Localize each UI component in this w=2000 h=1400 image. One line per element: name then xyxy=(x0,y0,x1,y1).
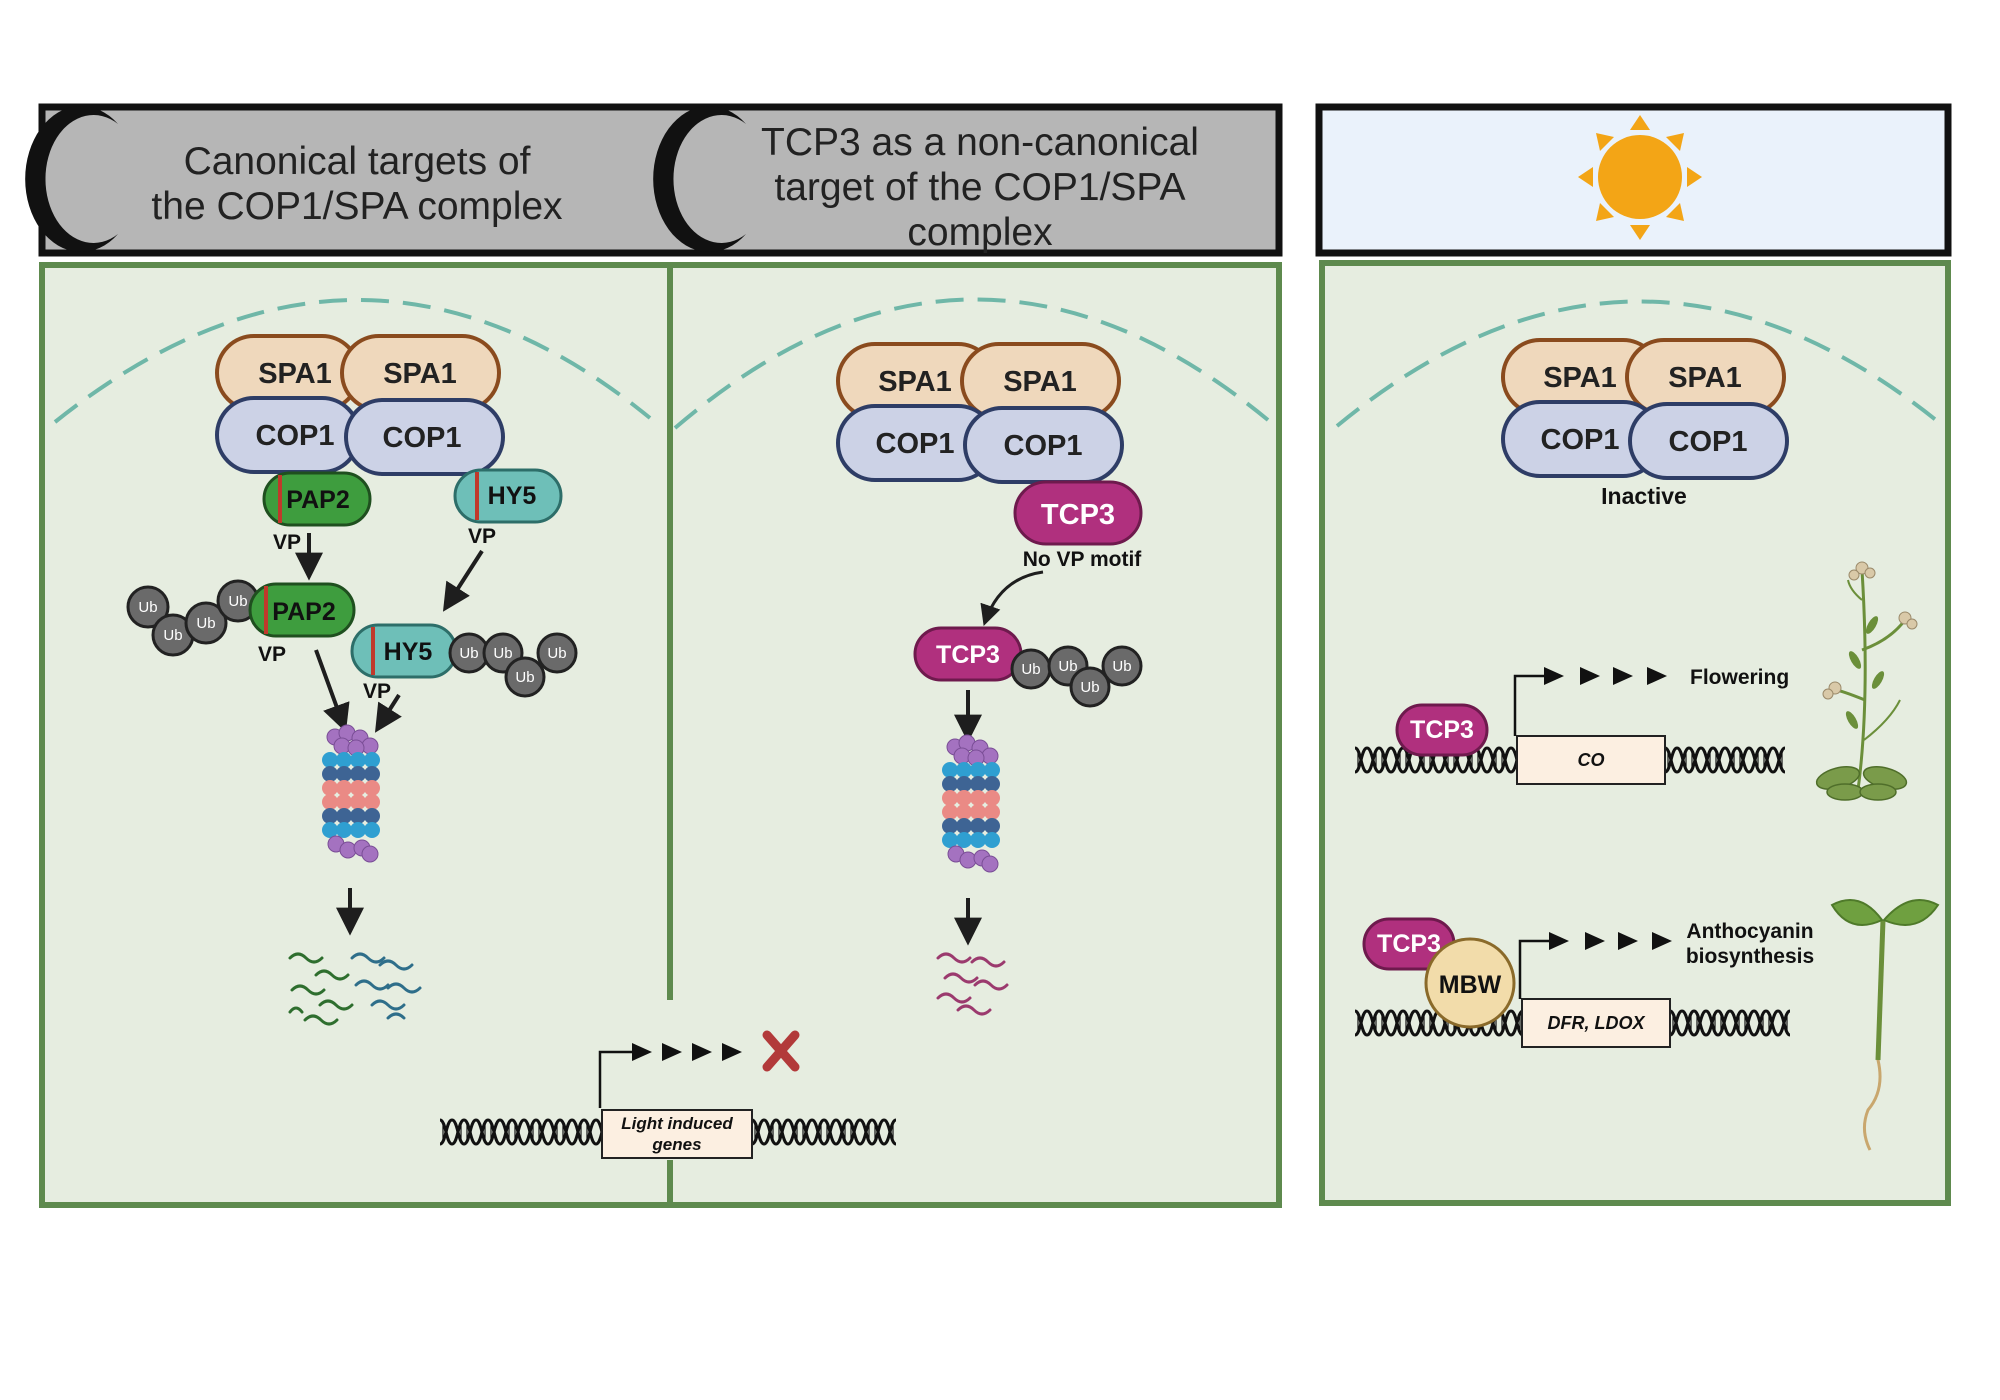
proteasome-icon xyxy=(942,734,1000,873)
nuclear-envelope xyxy=(1335,299,1938,428)
nuclear-envelope xyxy=(673,297,1270,430)
hy5-label: HY5 xyxy=(488,482,537,510)
canonical-header-line1: Canonical targets of xyxy=(184,140,531,183)
ub-label: Ub xyxy=(196,615,215,632)
vp-label: VP xyxy=(273,531,301,554)
dfr-ldox-label: DFR, LDOX xyxy=(1548,1013,1646,1033)
ub-label: Ub xyxy=(163,627,182,644)
tcp3-label: TCP3 xyxy=(1377,930,1441,958)
inactive-label: Inactive xyxy=(1601,483,1687,509)
vp-label: VP xyxy=(468,525,496,548)
proteasome-icon xyxy=(322,724,380,863)
ub-label: Ub xyxy=(493,645,512,662)
cop1-spa-complex-inactive: SPA1 SPA1 COP1 COP1 Inactive xyxy=(1501,338,1789,509)
cop1-label: COP1 xyxy=(383,422,462,454)
pap2-label: PAP2 xyxy=(272,598,335,626)
arabidopsis-plant-icon xyxy=(1815,561,1918,801)
cop1-spa-complex: SPA1 SPA1 COP1 COP1 xyxy=(215,334,505,476)
no-vp-motif-label: No VP motif xyxy=(1023,548,1143,571)
pap2-protein: PAP2 xyxy=(262,471,372,527)
spa1-label: SPA1 xyxy=(258,358,332,390)
spa1-label: SPA1 xyxy=(1668,362,1742,394)
ub-label: Ub xyxy=(228,593,247,610)
ub-label: Ub xyxy=(138,599,157,616)
ub-label: Ub xyxy=(1058,658,1077,675)
cop1-spa-complex: SPA1 SPA1 COP1 COP1 xyxy=(836,342,1124,484)
tcp3-label: TCP3 xyxy=(936,641,1000,669)
co-label: CO xyxy=(1578,750,1605,770)
ub-label: Ub xyxy=(1080,679,1099,696)
sun-icon xyxy=(1578,115,1702,240)
ubiquitinated-hy5: HY5 Ub Ub Ub Ub VP xyxy=(350,623,578,703)
light-induced-genes-label: genes xyxy=(651,1135,701,1154)
hy5-label: HY5 xyxy=(384,638,433,666)
ub-label: Ub xyxy=(547,645,566,662)
nuclear-envelope xyxy=(53,298,652,424)
spa1-label: SPA1 xyxy=(878,366,952,398)
noncanonical-header-line3: complex xyxy=(907,211,1053,254)
tcp3-label: TCP3 xyxy=(1410,716,1474,744)
hy5-protein: HY5 xyxy=(453,468,563,524)
tcp3-label: TCP3 xyxy=(1041,499,1115,531)
ubiquitinated-pap2: Ub Ub Ub Ub PAP2 VP xyxy=(126,579,356,666)
canonical-header-line2: the COP1/SPA complex xyxy=(151,185,563,228)
cop1-label: COP1 xyxy=(1669,426,1748,458)
ubiquitinated-tcp3: TCP3 Ub Ub Ub Ub xyxy=(913,626,1143,708)
crescent-moon-icon xyxy=(653,106,746,253)
cop1-label: COP1 xyxy=(256,420,335,452)
ub-label: Ub xyxy=(515,669,534,686)
light-induced-genes-label: Light induced xyxy=(621,1114,733,1133)
day-header xyxy=(1315,103,1952,257)
anthocyanin-label: biosynthesis xyxy=(1686,945,1814,968)
ub-label: Ub xyxy=(1021,661,1040,678)
ub-label: Ub xyxy=(1112,658,1131,675)
cop1-label: COP1 xyxy=(1004,430,1083,462)
co-gene-dna: CO Flowering TCP3 xyxy=(1353,666,1789,785)
spa1-label: SPA1 xyxy=(1543,362,1617,394)
ub-label: Ub xyxy=(459,645,478,662)
spa1-label: SPA1 xyxy=(1003,366,1077,398)
anthocyanin-label: Anthocyanin xyxy=(1686,920,1813,943)
mbw-label: MBW xyxy=(1439,971,1502,999)
noncanonical-header-line1: TCP3 as a non-canonical xyxy=(761,121,1199,164)
peptide-fragments-icon xyxy=(288,952,422,1026)
pap2-label: PAP2 xyxy=(286,486,349,514)
vp-label: VP xyxy=(258,643,286,666)
cop1-label: COP1 xyxy=(876,428,955,460)
light-induced-genes-dna: Light induced genes xyxy=(438,1030,898,1159)
noncanonical-header-line2: target of the COP1/SPA xyxy=(774,166,1185,209)
flowering-label: Flowering xyxy=(1690,666,1789,689)
peptide-fragments-icon xyxy=(936,952,1009,1016)
vp-label: VP xyxy=(363,680,391,703)
red-x-icon xyxy=(762,1030,800,1072)
tcp3-protein: TCP3 xyxy=(1013,480,1143,546)
crescent-moon-icon xyxy=(25,105,119,252)
spa1-label: SPA1 xyxy=(383,358,457,390)
anthocyanin-gene-dna: DFR, LDOX Anthocyanin biosynthesis TCP3 … xyxy=(1353,917,1814,1048)
night-header: Canonical targets of the COP1/SPA comple… xyxy=(25,103,1283,257)
seedling-icon xyxy=(1830,899,1940,1151)
cop1-label: COP1 xyxy=(1541,424,1620,456)
